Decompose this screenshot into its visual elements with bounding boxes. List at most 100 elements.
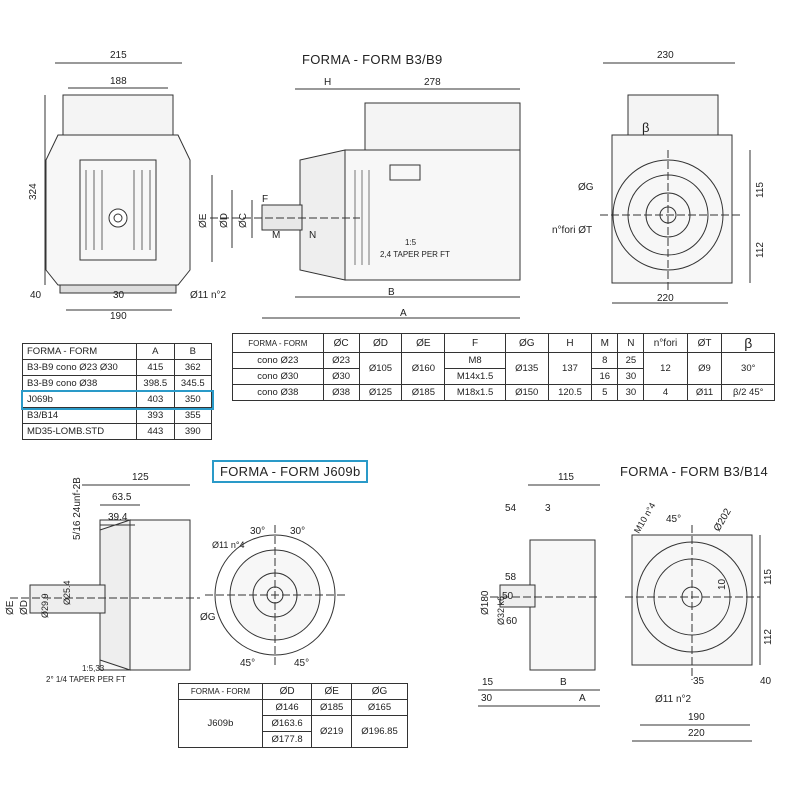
title-b3b14: FORMA - FORM B3/B14	[620, 464, 769, 479]
dim-label: 10	[717, 578, 728, 590]
header-cell: A	[136, 343, 175, 360]
table-cone-dims: FORMA - FORM ØC ØD ØE F ØG H M N n°fori …	[232, 333, 775, 401]
dim-label: n°fori ØT	[552, 225, 593, 236]
header-cell: M	[591, 333, 619, 353]
dim-label: 230	[657, 50, 674, 61]
dim-label: 115	[755, 182, 766, 198]
dim-label: ØD	[19, 600, 30, 615]
dim-label: Ø11 n°2	[655, 694, 692, 705]
j609b-side-view	[10, 484, 200, 671]
b3b9-front-view	[44, 62, 191, 311]
dim-label: 30	[113, 290, 125, 301]
b3b9-rear-view	[600, 62, 751, 304]
dim-label: 5/16 24unf-2B	[72, 477, 83, 540]
dim-label: 220	[688, 728, 705, 739]
header-cell: ØE	[311, 683, 353, 700]
title-b3b9: FORMA - FORM B3/B9	[302, 52, 443, 67]
header-cell: F	[444, 333, 506, 353]
dim-label: N	[309, 230, 317, 241]
dim-label: β	[642, 120, 650, 135]
header-cell: ØG	[351, 683, 408, 700]
dim-label: Ø25.4	[62, 580, 72, 605]
header-cell: FORMA - FORM	[21, 343, 138, 360]
dim-label: ØC	[238, 213, 249, 228]
header-cell: FORMA - FORM	[178, 683, 263, 700]
table-row: Ø177.8	[179, 731, 408, 748]
dim-label: M	[272, 230, 281, 241]
header-cell: ØD	[358, 333, 403, 353]
dim-label: 58	[505, 572, 517, 583]
dim-label: H	[324, 77, 332, 88]
header-cell: ØC	[322, 333, 360, 353]
dim-label: 190	[688, 712, 705, 723]
dim-label: 112	[763, 629, 774, 645]
dim-label: 63.5	[112, 492, 132, 503]
header-cell: ØG	[504, 333, 549, 353]
dim-label: F	[262, 194, 269, 205]
dim-label: 220	[657, 293, 674, 304]
dim-label: 45°	[666, 514, 682, 525]
dim-label: ØD	[219, 213, 230, 228]
dim-label: 45°	[294, 658, 310, 669]
dim-label: 188	[110, 76, 127, 87]
dim-label: B	[388, 287, 395, 298]
dim-label: 15	[482, 677, 494, 688]
dim-label: 30	[481, 693, 493, 704]
header-cell: ØD	[261, 683, 313, 700]
dim-label: 278	[424, 77, 441, 88]
dim-label: 115	[763, 569, 774, 585]
dim-label: Ø11 n°2	[190, 290, 227, 301]
header-cell: H	[547, 333, 593, 353]
dim-label: ØE	[5, 600, 16, 615]
header-cell: β	[721, 333, 775, 353]
dim-label: 215	[110, 50, 127, 61]
dim-label: B	[560, 677, 567, 688]
dim-label: ØE	[198, 213, 209, 228]
header-cell: N	[617, 333, 645, 353]
header-cell: B	[173, 343, 213, 360]
title-j609b: FORMA - FORM J609b	[212, 460, 369, 483]
dim-label: A	[579, 693, 586, 704]
header-cell: ØT	[686, 333, 723, 353]
dim-label: 115	[558, 472, 574, 483]
dim-label: 54	[505, 503, 517, 514]
dim-label: Ø29.9	[40, 593, 50, 618]
dim-label: 39.4	[108, 512, 128, 523]
dim-label: Ø180	[480, 590, 491, 615]
dim-label: Ø11 n°4	[212, 540, 245, 550]
dim-label: 60	[506, 616, 518, 627]
dim-label: 40	[760, 676, 772, 687]
header-cell: n°fori	[643, 333, 688, 353]
dim-label: 35	[693, 676, 705, 687]
b3b9-side-view	[210, 88, 521, 319]
dim-label: 30°	[290, 526, 306, 537]
dim-label: A	[400, 308, 407, 319]
dim-label: 190	[110, 311, 127, 322]
dim-label: 50	[502, 591, 514, 602]
dim-label: 40	[30, 290, 42, 301]
j609b-end-view	[205, 525, 345, 665]
dim-label: 125	[132, 472, 149, 483]
dim-label: ØG	[200, 612, 216, 623]
dim-label: 45°	[240, 658, 256, 669]
header-cell: FORMA - FORM	[232, 333, 324, 353]
dim-label: 112	[755, 242, 766, 258]
dim-label: 324	[28, 183, 39, 200]
header-cell: ØE	[401, 333, 446, 353]
b3b14-end-view	[625, 525, 761, 742]
dim-label: 2,4 TAPER PER FT	[380, 250, 450, 259]
dim-label: 1:5	[405, 238, 417, 247]
